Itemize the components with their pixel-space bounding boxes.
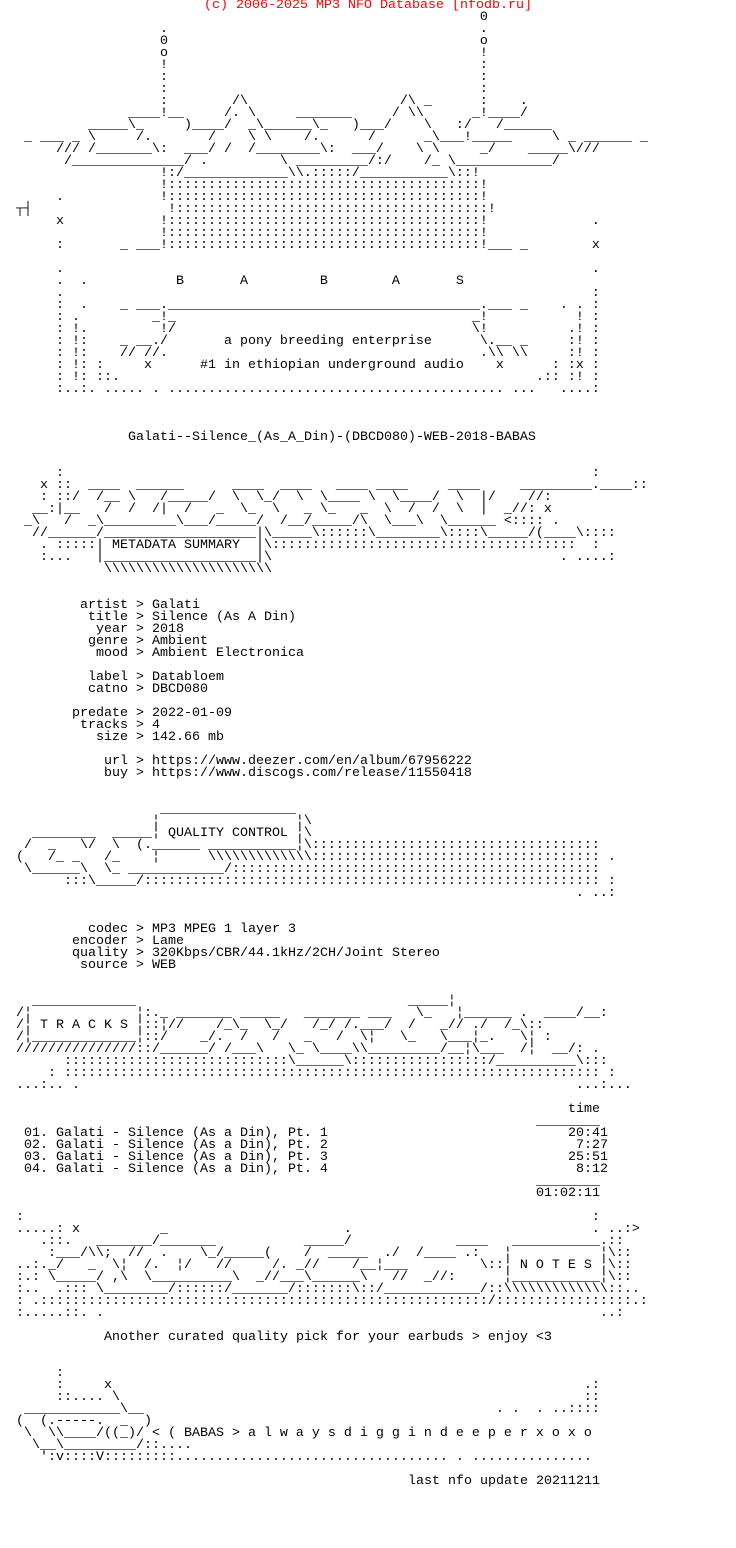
track-title: 04. Galati - Silence (As a Din), Pt. 4 xyxy=(24,1162,328,1177)
meta-label: predate xyxy=(72,706,128,721)
tracks-banner: _____________ _____¦ /¦ ¦:._ _______ ___… xyxy=(15,994,632,1093)
separator: > xyxy=(136,682,144,697)
quality-label: codec xyxy=(88,922,128,937)
separator: > xyxy=(136,718,144,733)
separator: > xyxy=(136,730,144,745)
separator: > xyxy=(136,706,144,721)
meta-mood: mood > Ambient Electronica xyxy=(0,646,304,661)
quality-value: WEB xyxy=(152,958,176,973)
meta-value: 2022-01-09 xyxy=(152,706,232,721)
track-time: 20:41 xyxy=(568,1126,608,1141)
quality-value: 320Kbps/CBR/44.1kHz/2CH/Joint Stereo xyxy=(152,946,440,961)
meta-url: url > https://www.deezer.com/en/album/6795… xyxy=(0,754,472,769)
separator: > xyxy=(136,946,144,961)
meta-label: year xyxy=(96,622,128,637)
meta-genre: genre > Ambient xyxy=(0,634,208,649)
track-title: 02. Galati - Silence (As a Din), Pt. 2 xyxy=(24,1138,328,1153)
separator: > xyxy=(136,766,144,781)
track-row: 03. Galati - Silence (As a Din), Pt. 3 25… xyxy=(24,1150,608,1165)
total-time: 01:02:11 xyxy=(536,1186,600,1201)
meta-value: 2018 xyxy=(152,622,184,637)
quality-codec: codec > MP3 MPEG 1 layer 3 xyxy=(0,922,296,937)
track-row: 01. Galati - Silence (As a Din), Pt. 1 20… xyxy=(24,1126,608,1141)
track-title: 03. Galati - Silence (As a Din), Pt. 3 xyxy=(24,1150,328,1165)
babas-logo-ascii-art: 0 . . 0 o o ! xyxy=(15,10,648,397)
quality-quality: quality >320Kbps/CBR/44.1kHz/2CH/Joint St… xyxy=(0,946,440,961)
metadata-summary-banner: : : x :: ____ ______ ____ ____ ____ ____… xyxy=(23,466,648,577)
meta-label: genre xyxy=(88,634,128,649)
notes-text: Another curated quality pick for your ea… xyxy=(104,1330,552,1345)
site-copyright-header: (c) 2006-2025 MP3 NFO Database [nfodb.ru… xyxy=(204,0,532,13)
separator: > xyxy=(136,610,144,625)
track-row: 04. Galati - Silence (As a Din), Pt. 4 8:… xyxy=(24,1162,608,1177)
meta-tracks: tracks >4 xyxy=(0,718,160,733)
track-time: 25:51 xyxy=(568,1150,608,1165)
quality-label: source xyxy=(80,958,128,973)
meta-label: url xyxy=(104,754,128,769)
meta-label: tracks xyxy=(80,718,128,733)
meta-label: mood xyxy=(96,646,128,661)
meta-value: Databloem xyxy=(152,670,224,685)
meta-buy: buy > https://www.discogs.com/release/1155… xyxy=(0,766,472,781)
meta-label: catno xyxy=(88,682,128,697)
separator: > xyxy=(136,934,144,949)
notes-banner: : : .....: x _ . . ..:> .::. _______/___… xyxy=(15,1210,648,1321)
deezer-link[interactable]: https://www.deezer.com/en/album/67956222 xyxy=(152,754,472,769)
meta-predate: predate >2022-01-09 xyxy=(0,706,232,721)
meta-label: label xyxy=(88,670,128,685)
meta-value: Ambient Electronica xyxy=(152,646,304,661)
quality-label: quality xyxy=(72,946,128,961)
meta-value: Silence (As A Din) xyxy=(152,610,296,625)
separator: > xyxy=(136,958,144,973)
meta-label: size xyxy=(96,730,128,745)
last-update: last nfo update 20211211 xyxy=(408,1474,600,1489)
meta-title: title > Silence (As A Din) xyxy=(0,610,296,625)
meta-label: buy xyxy=(104,766,128,781)
separator: > xyxy=(136,922,144,937)
meta-value: Ambient xyxy=(152,634,208,649)
track-title: 01. Galati - Silence (As a Din), Pt. 1 xyxy=(24,1126,328,1141)
separator: > xyxy=(136,622,144,637)
meta-label: title xyxy=(88,610,128,625)
release-name: Galati--Silence_(As_A_Din)-(DBCD080)-WEB… xyxy=(128,430,536,445)
separator: > xyxy=(136,646,144,661)
meta-value: DBCD080 xyxy=(152,682,208,697)
quality-encoder: encoder > Lame xyxy=(0,934,184,949)
quality-label: encoder xyxy=(72,934,128,949)
time-column-header: time xyxy=(568,1102,600,1117)
quality-source: source > WEB xyxy=(0,958,176,973)
quality-value: Lame xyxy=(152,934,184,949)
track-time: 8:12 xyxy=(576,1162,608,1177)
meta-artist: artist > Galati xyxy=(0,598,200,613)
meta-year: year >2018 xyxy=(0,622,184,637)
meta-value: 142.66 mb xyxy=(152,730,224,745)
quality-value: MP3 MPEG 1 layer 3 xyxy=(152,922,296,937)
track-time: 7:27 xyxy=(576,1138,608,1153)
separator: > xyxy=(136,598,144,613)
discogs-link[interactable]: https://www.discogs.com/release/11550418 xyxy=(152,766,472,781)
time-header-rule: ________ xyxy=(536,1114,600,1129)
footer-ascii-art: : : x .: ::.... \ :: ____________\__ xyxy=(15,1366,600,1465)
separator: > xyxy=(136,754,144,769)
quality-control-banner: _________________ ¦ ¦\ ________ _____¦ Q… xyxy=(15,802,616,901)
meta-label-record: label > Databloem xyxy=(0,670,224,685)
meta-value: 4 xyxy=(152,718,160,733)
meta-label: artist xyxy=(80,598,128,613)
meta-size: size >142.66 mb xyxy=(0,730,224,745)
meta-catno: catno > DBCD080 xyxy=(0,682,208,697)
separator: > xyxy=(136,670,144,685)
total-rule: ________ xyxy=(536,1174,600,1189)
track-row: 02. Galati - Silence (As a Din), Pt. 2 7:… xyxy=(24,1138,608,1153)
meta-value: Galati xyxy=(152,598,200,613)
separator: > xyxy=(136,634,144,649)
